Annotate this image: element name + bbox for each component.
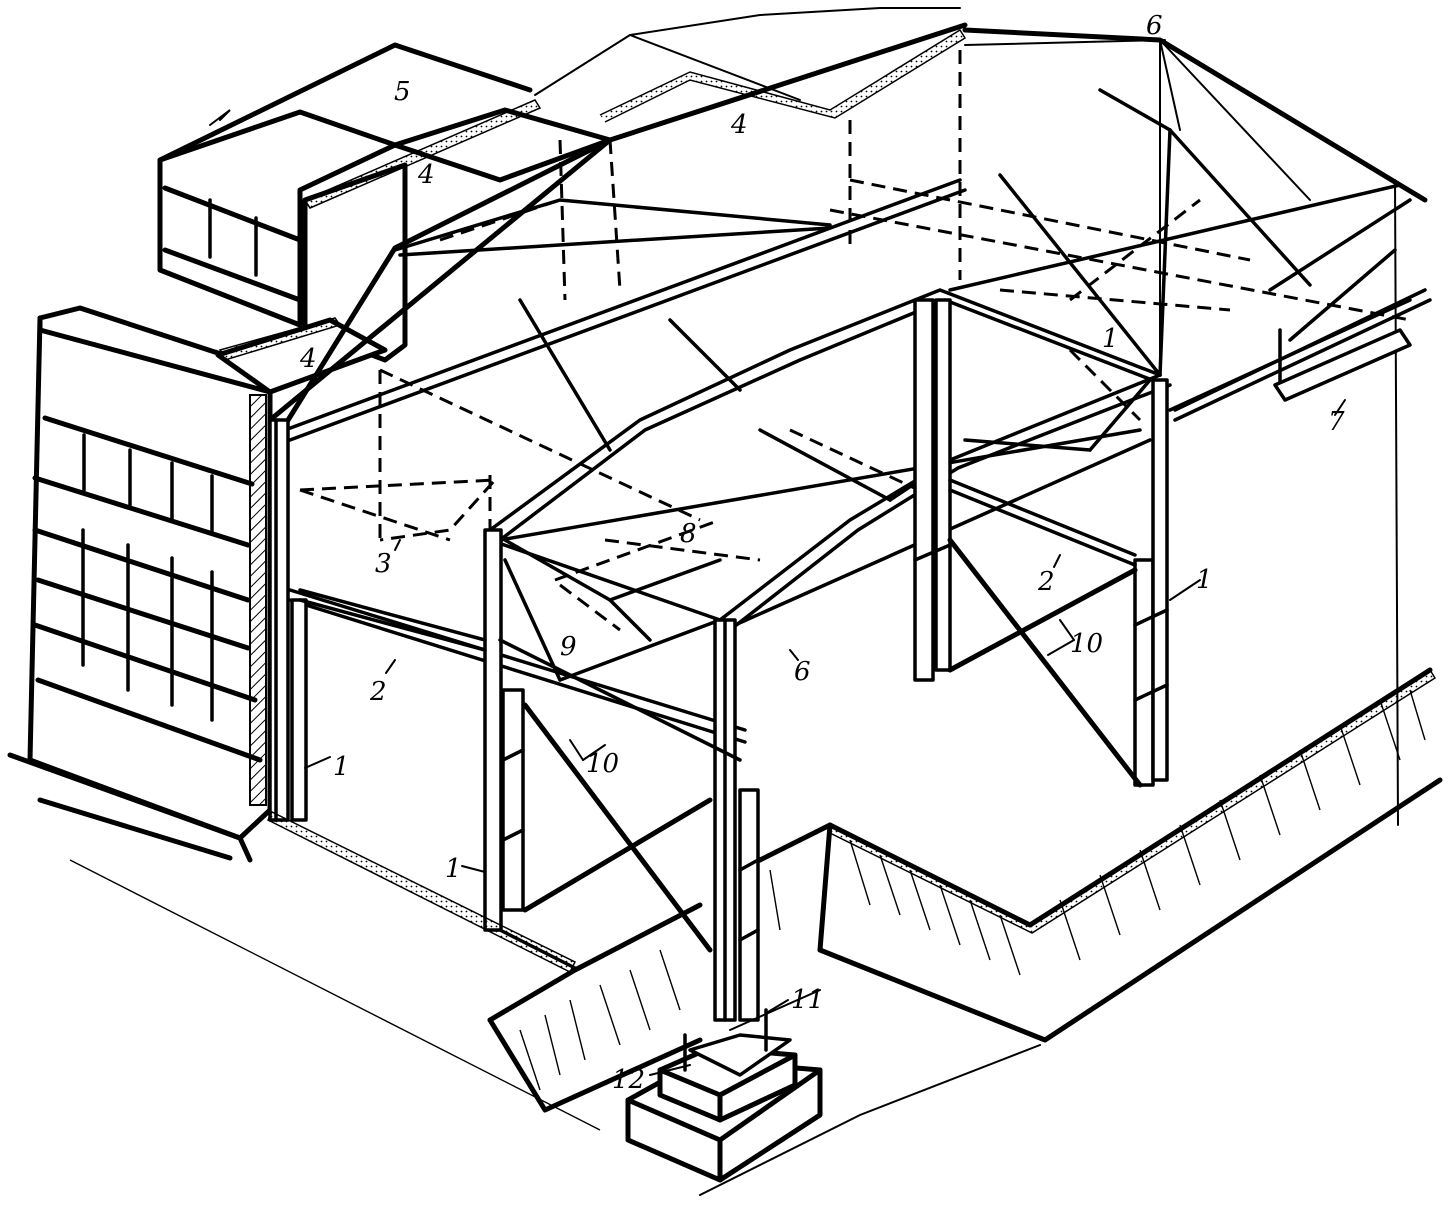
callout-4: 4 [299,344,317,374]
callout-6: 6 [794,657,811,687]
steel-columns [268,179,1399,1022]
roof-panels-left [157,42,613,395]
roof-trusses [283,88,1432,744]
callout-10: 10 [1070,629,1103,659]
dashed-bracing [299,50,1411,632]
callout-5: 5 [394,77,411,107]
callout-8: 8 [680,519,697,549]
callout-10: 10 [586,749,619,779]
callout-11: 11 [791,985,824,1015]
foundation-trench [69,667,1443,1196]
vertical-bracing [522,537,1143,953]
callout-9: 9 [560,632,577,662]
callout-4: 4 [417,160,435,190]
callout-6: 6 [1146,11,1163,41]
callout-2: 2 [1037,567,1055,597]
callout-7: 7 [1328,407,1345,437]
left-wall-panels [7,305,273,863]
callout-1: 1 [1196,565,1213,595]
crane-beams [298,298,1412,762]
column-footing [625,1008,823,1183]
callout-2: 2 [369,677,387,707]
callout-1: 1 [1102,324,1119,354]
callout-12: 12 [612,1065,645,1095]
leader-lines [304,39,1346,1076]
callout-1: 1 [445,854,462,884]
callout-1: 1 [333,752,350,782]
callout-labels: 1 1 1 2 2 3 4 4 4 5 6 6 7 8 9 10 10 11 1… [299,11,1345,1095]
callout-3: 3 [375,549,392,579]
callout-4: 4 [730,110,748,140]
floor-edges [266,810,577,974]
roof-top-outline [267,7,1428,428]
